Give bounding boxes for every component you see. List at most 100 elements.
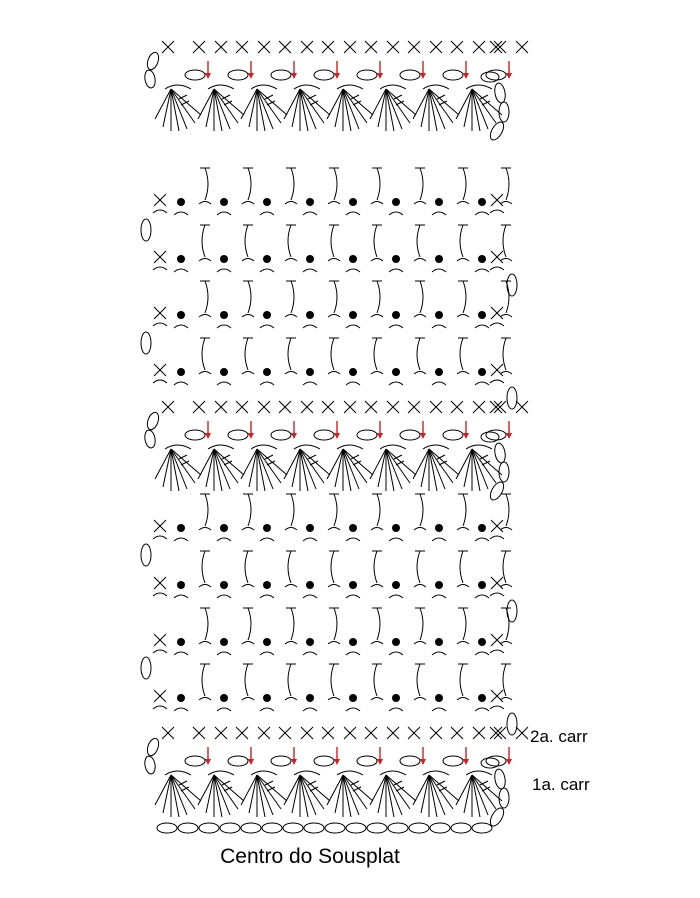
stitch-arc [259, 707, 275, 712]
chain-icon [184, 69, 206, 81]
bracket-icon [198, 280, 212, 318]
stitch-arc [152, 592, 168, 597]
dot-icon [177, 368, 185, 376]
bracket-icon [284, 663, 298, 701]
stitch-arc [474, 707, 490, 712]
chain-icon [442, 429, 464, 441]
dot-icon [478, 198, 486, 206]
fan-stitch [412, 444, 460, 492]
cross-icon [429, 726, 443, 740]
cross-icon [257, 40, 271, 54]
cross-icon [214, 726, 228, 740]
cross-icon [493, 726, 507, 740]
dot-icon [435, 638, 443, 646]
chain-icon [506, 599, 518, 623]
chain-icon [144, 429, 156, 449]
chain-icon [485, 755, 507, 767]
cross-icon [386, 40, 400, 54]
stitch-arc [489, 535, 505, 540]
cross-icon [153, 689, 167, 703]
chain-icon [489, 121, 505, 141]
bracket-icon [284, 167, 298, 205]
stitch-arc [216, 594, 232, 599]
stitch-arc [302, 651, 318, 656]
bracket-icon [327, 167, 341, 205]
fan-stitch [326, 84, 374, 132]
stitch-arc [152, 379, 168, 384]
cross-icon [153, 306, 167, 320]
dot-icon [263, 368, 271, 376]
arrow-down-icon [205, 747, 211, 765]
row-label-second: 2a. carr [530, 727, 588, 746]
bracket-icon [456, 337, 470, 375]
stitch-arc [345, 707, 361, 712]
dot-icon [435, 255, 443, 263]
dot-icon [349, 524, 357, 532]
chain-icon [140, 331, 152, 355]
chain-icon [324, 822, 346, 834]
cross-icon [192, 40, 206, 54]
arrow-down-icon [205, 421, 211, 439]
bracket-icon [413, 607, 427, 645]
stitch-arc [152, 535, 168, 540]
chain-icon [494, 442, 506, 464]
arrow-down-icon [291, 421, 297, 439]
cross-icon [364, 726, 378, 740]
stitch-arc [173, 268, 189, 273]
cross-icon [257, 726, 271, 740]
stitch-arc [388, 594, 404, 599]
bracket-icon [499, 663, 513, 701]
dot-icon [478, 255, 486, 263]
bracket-icon [284, 550, 298, 588]
cross-icon [235, 726, 249, 740]
dot-icon [435, 311, 443, 319]
cross-icon [364, 40, 378, 54]
fan-stitch [455, 444, 503, 492]
stitch-arc [474, 594, 490, 599]
bracket-icon [327, 280, 341, 318]
bracket-icon [198, 167, 212, 205]
fan-stitch [240, 770, 288, 818]
chain-icon [356, 429, 378, 441]
arrow-down-icon [506, 61, 512, 79]
cross-icon [192, 400, 206, 414]
cross-icon [515, 40, 529, 54]
stitch-arc [489, 209, 505, 214]
stitch-arc [345, 211, 361, 216]
chain-icon [498, 461, 510, 483]
fan-stitch [369, 84, 417, 132]
stitch-arc [431, 537, 447, 542]
cross-icon [493, 400, 507, 414]
dot-icon [478, 694, 486, 702]
dot-icon [392, 638, 400, 646]
dot-icon [306, 694, 314, 702]
chain-icon [356, 69, 378, 81]
bracket-icon [327, 224, 341, 262]
dot-icon [478, 638, 486, 646]
bracket-icon [370, 337, 384, 375]
arrow-down-icon [463, 61, 469, 79]
cross-icon [278, 400, 292, 414]
chain-icon [146, 51, 160, 71]
cross-icon [515, 400, 529, 414]
dot-icon [306, 255, 314, 263]
stitch-arc [345, 537, 361, 542]
stitch-arc [259, 381, 275, 386]
chain-icon [144, 755, 156, 775]
dot-icon [349, 368, 357, 376]
dot-icon [177, 311, 185, 319]
stitch-arc [302, 324, 318, 329]
cross-icon [235, 40, 249, 54]
fan-stitch [197, 770, 245, 818]
chain-icon [140, 543, 152, 567]
bracket-icon [456, 224, 470, 262]
dot-icon [220, 255, 228, 263]
stitch-arc [259, 651, 275, 656]
stitch-arc [152, 266, 168, 271]
bracket-icon [499, 337, 513, 375]
chain-icon [240, 822, 262, 834]
dot-icon [220, 581, 228, 589]
cross-icon [214, 400, 228, 414]
chain-icon [498, 787, 510, 809]
stitch-arc [173, 651, 189, 656]
